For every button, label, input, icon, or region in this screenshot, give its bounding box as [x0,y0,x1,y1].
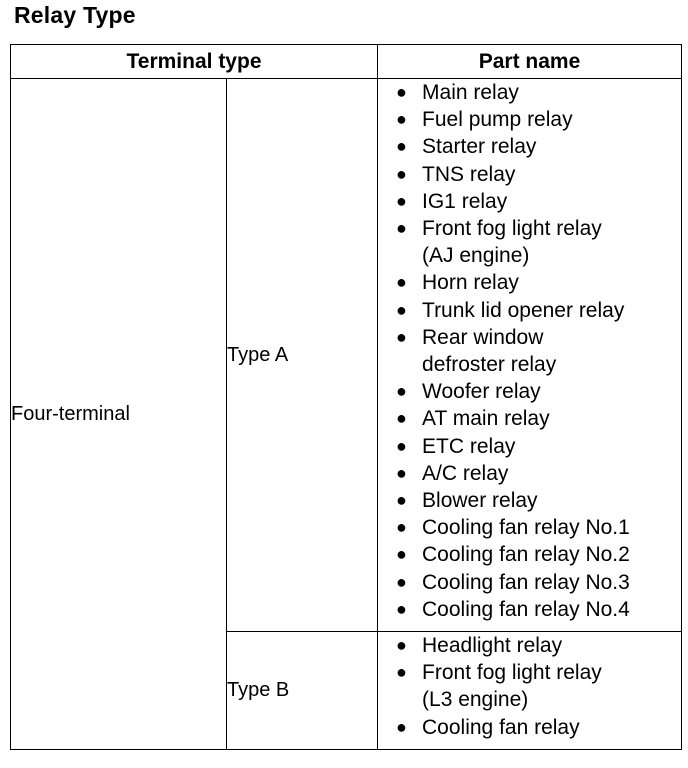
type-a-row: Four-terminal Type A ● Main relay ● Fuel pu… [10,78,683,750]
bullet-icon: ● [396,381,407,402]
relay-type-table: Terminal type Part name Four-terminal Ty… [9,44,683,750]
type-a-parts-cell: ● Main relay ● Fuel pump relay ● Starter rela… [377,78,683,632]
terminal-type-header: Terminal type [9,44,379,79]
bullet-icon: ● [396,190,407,211]
part-list-item: ● Trunk lid opener relay [378,297,681,324]
part-list-item: ● Blower relay [378,487,681,514]
part-list-item: ● Cooling fan relay No.3 [378,569,681,596]
part-name-text: Headlight relay [422,634,563,657]
bullet-icon: ● [396,82,407,102]
part-list-item: ● Front fog light relay (AJ engine) [378,215,681,269]
table-header-row: Terminal type Part name [9,44,683,79]
bullet-icon: ● [396,435,407,456]
bullet-icon: ● [396,635,407,655]
part-name-text: Blower relay [422,489,538,513]
type-a-parts-list: ● Main relay ● Fuel pump relay ● Starter rela… [378,79,681,623]
part-name-text: Woofer relay [422,380,541,404]
part-name-text: Front fog light relay [422,217,602,241]
type-b-row: Type B ● Headlight relay ● Front fog light … [11,631,683,750]
part-list-item: ● IG1 relay [378,188,681,215]
part-name-text: AT main relay [422,407,550,431]
type-b-parts-list: ● Headlight relay ● Front fog light relay (L… [378,632,681,741]
part-name-text: (L3 engine) [422,688,529,712]
bullet-icon: ● [396,598,407,619]
part-name-text: Trunk lid opener relay [422,298,625,322]
part-list-item: ● Cooling fan relay [378,714,681,741]
part-name-text: Main relay [422,81,519,104]
part-name-text: Fuel pump relay [422,108,573,132]
bullet-icon: ● [396,490,407,511]
type-b-parts-cell: ● Headlight relay ● Front fog light relay (L… [377,631,683,750]
bullet-icon: ● [396,716,407,737]
page-title: Relay Type [14,2,136,28]
bullet-icon: ● [396,326,407,347]
bullet-icon: ● [396,571,407,592]
type-a-label: Type A [225,78,379,632]
part-list-item: ● Rear window defroster relay [378,324,681,378]
part-list-item: ● Fuel pump relay [378,106,681,133]
part-list-item: ● Starter relay [378,133,681,160]
part-name-text: Cooling fan relay No.2 [422,543,630,567]
part-list-item: ● Cooling fan relay No.1 [378,514,681,541]
part-list-item: ● AT main relay [378,405,681,432]
type-b-label: Type B [225,631,379,750]
part-list-item: ● TNS relay [378,161,681,188]
bullet-icon: ● [396,136,407,157]
part-list-item: ● Woofer relay [378,378,681,405]
bullet-icon: ● [396,662,407,683]
part-name-text: defroster relay [422,353,557,377]
part-name-text: Cooling fan relay [422,715,580,739]
part-list-item: ● A/C relay [378,460,681,487]
part-list-item: ● Headlight relay [378,632,681,659]
part-list-item: ● ETC relay [378,433,681,460]
part-name-text: (AJ engine) [422,244,530,268]
bullet-icon: ● [396,544,407,565]
part-list-item: ● Cooling fan relay No.4 [378,596,681,623]
part-list-item: ● Cooling fan relay No.2 [378,541,681,568]
bullet-icon: ● [396,408,407,429]
part-list-item: ● Front fog light relay (L3 engine) [378,659,681,713]
bullet-icon: ● [396,462,407,483]
part-name-text: IG1 relay [422,189,508,213]
part-list-item: ● Horn relay [378,269,681,296]
part-name-text: A/C relay [422,461,509,485]
part-list-item: ● Main relay [378,79,681,106]
bullet-icon: ● [396,218,407,239]
part-name-text: Cooling fan relay No.3 [422,570,630,594]
part-name-text: TNS relay [422,162,516,186]
part-name-text: Cooling fan relay No.1 [422,516,630,540]
bullet-icon: ● [396,109,407,130]
part-name-header: Part name [377,44,683,79]
bullet-icon: ● [396,163,407,184]
part-name-text: Front fog light relay [422,661,602,685]
part-name-text: Rear window [422,325,544,349]
four-terminal-cell: Four-terminal [10,78,227,750]
bullet-icon: ● [396,299,407,320]
part-name-text: ETC relay [422,434,516,458]
bullet-icon: ● [396,517,407,538]
bullet-icon: ● [396,272,407,293]
part-name-text: Horn relay [422,271,519,295]
part-name-text: Starter relay [422,135,537,159]
part-name-text: Cooling fan relay No.4 [422,597,630,621]
